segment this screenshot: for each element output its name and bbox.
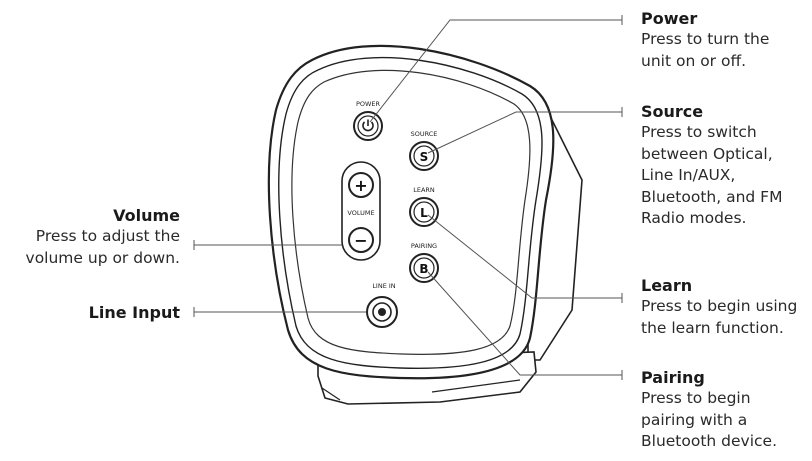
volume-down-button[interactable]: − [348, 227, 374, 253]
callout-source-title: Source [641, 102, 704, 121]
callout-learn-title: Learn [641, 276, 693, 295]
learn-button[interactable]: L [409, 197, 439, 227]
device-label-pairing: PAIRING [411, 242, 437, 250]
callout-volume-title: Volume [113, 206, 180, 225]
callout-line-input-title: Line Input [88, 303, 180, 322]
callout-learn: Learn Press to begin using the learn fun… [641, 275, 811, 339]
callout-pairing-title: Pairing [641, 368, 705, 387]
callout-power: Power Press to turn the unit on or off. [641, 8, 811, 72]
leader-pairing [427, 271, 622, 376]
callout-volume-desc: Press to adjust the volume up or down. [25, 227, 180, 267]
source-button[interactable]: S [409, 141, 439, 171]
device-label-line-in: LINE IN [372, 282, 395, 290]
callout-pairing: Pairing Press to begin pairing with a Bl… [641, 367, 811, 453]
leader-learn [427, 214, 622, 299]
device-label-power: POWER [356, 100, 381, 108]
callout-power-title: Power [641, 9, 698, 28]
callout-pairing-desc: Press to begin pairing with a Bluetooth … [641, 389, 778, 450]
device-label-learn: LEARN [413, 186, 435, 194]
volume-down-glyph: − [354, 231, 367, 250]
power-button[interactable] [353, 111, 383, 141]
leader-power [369, 19, 622, 123]
leader-source [427, 111, 622, 154]
power-icon [362, 119, 374, 132]
callout-power-desc: Press to turn the unit on or off. [641, 30, 770, 70]
speaker-base-foot [321, 379, 521, 401]
callout-line-input: Line Input [0, 302, 180, 323]
volume-up-button[interactable]: + [348, 172, 374, 198]
device-label-volume: VOLUME [347, 209, 374, 217]
callout-source: Source Press to switch between Optical, … [641, 101, 811, 230]
callout-volume: Volume Press to adjust the volume up or … [0, 205, 180, 269]
line-in-jack[interactable] [366, 296, 398, 328]
callout-learn-desc: Press to begin using the learn function. [641, 297, 798, 337]
callout-source-desc: Press to switch between Optical, Line In… [641, 123, 783, 227]
source-glyph: S [420, 150, 429, 164]
learn-glyph: L [420, 206, 428, 220]
device-label-source: SOURCE [411, 130, 438, 138]
pairing-button[interactable]: B [409, 253, 439, 283]
pairing-glyph: B [419, 262, 428, 276]
volume-up-glyph: + [354, 176, 367, 195]
